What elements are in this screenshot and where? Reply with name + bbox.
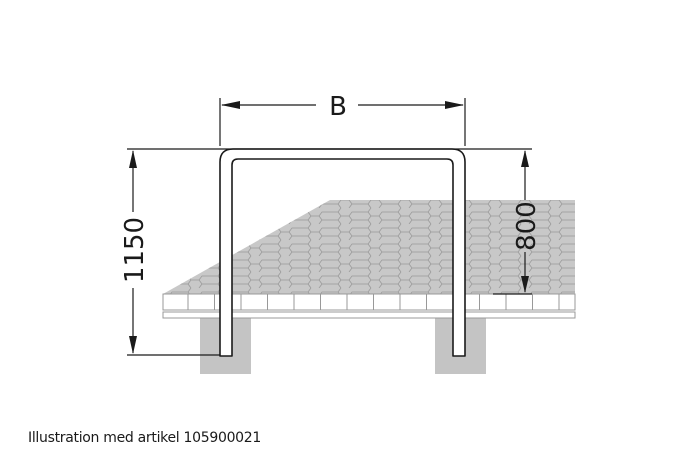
total-height-dimension bbox=[127, 150, 220, 356]
width-dimension bbox=[219, 98, 466, 146]
u-tube-bike-rack bbox=[219, 148, 466, 357]
caption: Illustration med artikel 105900021 bbox=[28, 430, 261, 446]
width-label: B bbox=[329, 92, 347, 122]
above-ground-height-dimension bbox=[493, 150, 532, 295]
curb-stones bbox=[162, 293, 576, 319]
above-ground-height-label: 800 bbox=[512, 201, 542, 251]
total-height-label: 1150 bbox=[120, 217, 150, 283]
